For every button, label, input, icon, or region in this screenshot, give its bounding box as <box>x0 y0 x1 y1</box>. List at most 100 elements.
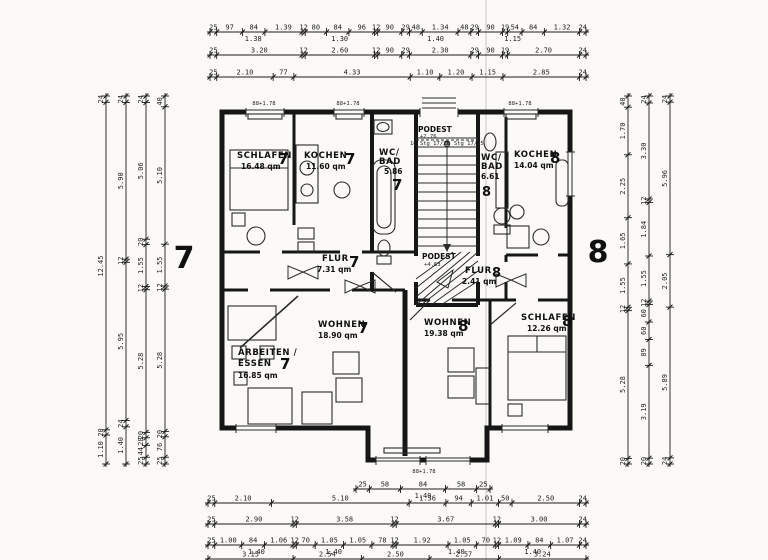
svg-text:29: 29 <box>470 24 478 32</box>
svg-text:24: 24 <box>579 24 587 32</box>
svg-text:80: 80 <box>312 24 320 32</box>
level-annotation: +2.76 <box>420 134 437 140</box>
svg-text:12: 12 <box>290 516 298 524</box>
svg-text:29: 29 <box>401 47 409 55</box>
entrance-door <box>419 97 459 117</box>
svg-text:1.55: 1.55 <box>619 277 627 294</box>
svg-text:28: 28 <box>137 437 145 445</box>
svg-text:5.28: 5.28 <box>619 376 627 393</box>
room-area: 16.85 qm <box>238 371 278 380</box>
svg-text:1.84: 1.84 <box>640 221 648 238</box>
bed-symbol <box>229 149 289 227</box>
window <box>333 108 365 117</box>
svg-text:1.06: 1.06 <box>270 537 287 545</box>
svg-text:48: 48 <box>460 24 468 32</box>
room-label-schlafen7: SCHLAFEN 7 16.48 qm <box>237 150 291 171</box>
room-name: KOCHEN <box>514 150 557 160</box>
svg-text:2.60: 2.60 <box>331 47 348 55</box>
door-symbol <box>495 273 527 288</box>
room-area: 16.48 qm <box>241 162 281 171</box>
svg-text:20: 20 <box>137 431 145 439</box>
svg-text:20: 20 <box>619 457 627 465</box>
room-area: 12.26 qm <box>527 324 567 333</box>
svg-text:12: 12 <box>299 24 307 32</box>
svg-text:1.30: 1.30 <box>331 35 348 43</box>
svg-text:3.30: 3.30 <box>640 143 648 160</box>
svg-text:20: 20 <box>156 430 164 438</box>
svg-text:89: 89 <box>640 348 648 356</box>
svg-text:90: 90 <box>386 24 394 32</box>
svg-text:12: 12 <box>640 197 648 205</box>
bay-window <box>375 456 421 465</box>
svg-text:1.92: 1.92 <box>414 537 431 545</box>
svg-text:1.36: 1.36 <box>419 495 436 503</box>
room-name: BAD <box>481 162 503 172</box>
svg-text:25: 25 <box>479 481 487 489</box>
svg-text:24: 24 <box>661 95 669 103</box>
svg-text:84: 84 <box>535 537 543 545</box>
svg-text:1.20: 1.20 <box>447 69 464 77</box>
svg-text:1.40: 1.40 <box>248 548 265 556</box>
table-symbol <box>233 371 293 425</box>
svg-text:29: 29 <box>470 47 478 55</box>
svg-text:24: 24 <box>579 495 587 503</box>
svg-text:24: 24 <box>579 516 587 524</box>
svg-text:5.96: 5.96 <box>661 170 669 187</box>
svg-text:12: 12 <box>390 537 398 545</box>
room-number: 7 <box>280 355 290 373</box>
svg-text:5.90: 5.90 <box>117 172 125 189</box>
svg-text:24: 24 <box>117 95 125 103</box>
svg-text:2.30: 2.30 <box>432 47 449 55</box>
svg-text:24: 24 <box>117 419 125 427</box>
svg-text:24: 24 <box>97 95 105 103</box>
svg-text:76: 76 <box>156 443 164 451</box>
window-annotation: 88+1.78 <box>336 101 359 107</box>
svg-text:25: 25 <box>156 456 164 464</box>
svg-text:70: 70 <box>482 537 490 545</box>
sofa-symbol <box>301 351 363 425</box>
svg-text:12.45: 12.45 <box>97 256 105 277</box>
room-name: WC/ <box>379 148 400 158</box>
svg-text:24: 24 <box>661 457 669 465</box>
room-number: 8 <box>482 185 491 200</box>
svg-text:2.85: 2.85 <box>533 69 550 77</box>
room-name: BAD <box>379 157 401 167</box>
svg-text:2.05: 2.05 <box>661 272 669 289</box>
svg-text:25: 25 <box>358 481 366 489</box>
door-symbol <box>436 268 454 289</box>
svg-text:5.95: 5.95 <box>117 333 125 350</box>
room-name: FLUR <box>465 266 492 276</box>
svg-text:2.70: 2.70 <box>535 47 552 55</box>
svg-text:5.10: 5.10 <box>156 167 164 184</box>
svg-text:54: 54 <box>511 24 519 32</box>
svg-text:60: 60 <box>640 327 648 335</box>
room-area: 5.86 <box>384 167 403 176</box>
svg-text:96: 96 <box>358 24 366 32</box>
room-name: WOHNEN <box>318 320 365 330</box>
room-label-podest-low: PODEST +4.63 <box>422 252 457 268</box>
room-area: 14.04 qm <box>514 161 554 170</box>
svg-text:1.07: 1.07 <box>557 537 574 545</box>
svg-text:1.34: 1.34 <box>432 24 449 32</box>
washbasin-icon <box>483 132 497 152</box>
svg-text:5.89: 5.89 <box>661 374 669 391</box>
svg-text:1.40: 1.40 <box>524 548 541 556</box>
level-annotation: +4.63 <box>424 262 441 268</box>
svg-text:24: 24 <box>579 537 587 545</box>
room-name: SCHLAFEN <box>521 313 576 323</box>
chair-symbol <box>246 226 266 246</box>
room-number: 7 <box>345 150 355 168</box>
room-area: 6.61 <box>481 172 500 181</box>
svg-text:84: 84 <box>529 24 537 32</box>
staircase <box>415 137 479 306</box>
svg-text:3.20: 3.20 <box>251 47 268 55</box>
svg-text:78: 78 <box>378 537 386 545</box>
svg-text:1.05: 1.05 <box>454 537 471 545</box>
svg-text:60: 60 <box>640 309 648 317</box>
radiator <box>383 447 441 454</box>
svg-text:70: 70 <box>302 537 310 545</box>
svg-text:12: 12 <box>290 537 298 545</box>
svg-text:12: 12 <box>619 305 627 313</box>
svg-text:84: 84 <box>250 24 258 32</box>
